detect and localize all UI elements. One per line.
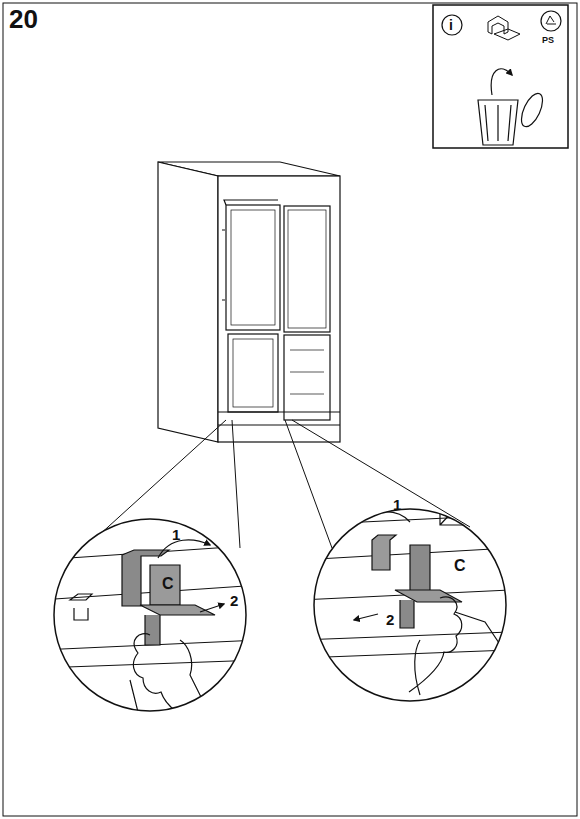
material-code: PS (542, 36, 554, 45)
detail-circle (40, 519, 260, 722)
callout-number: 1 (393, 497, 401, 512)
detail-circle (300, 490, 510, 701)
fridge-cabinet (158, 162, 340, 442)
part-letter: C (454, 558, 466, 574)
info-symbol: i (449, 18, 453, 32)
page-frame (3, 3, 577, 816)
callout-number: 2 (386, 612, 394, 627)
callout-number: 2 (230, 593, 238, 608)
part-letter: C (162, 576, 174, 592)
info-box (433, 5, 568, 148)
callout-number: 1 (172, 527, 180, 542)
step-number: 20 (9, 6, 38, 32)
